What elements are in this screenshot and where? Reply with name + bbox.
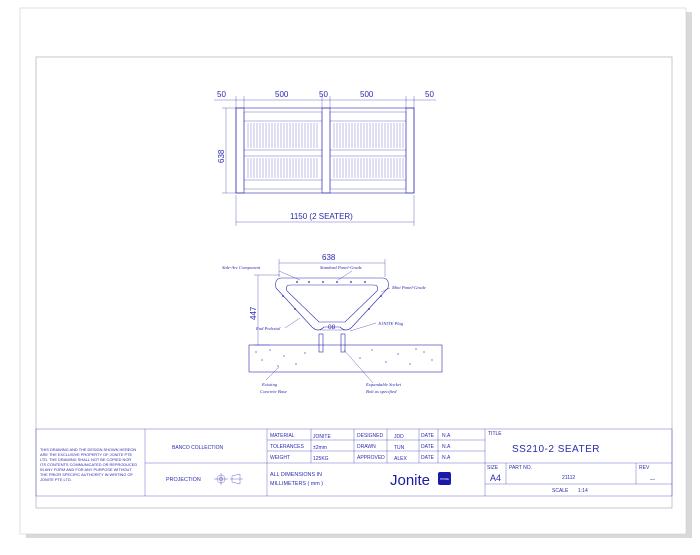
bolt-right xyxy=(340,333,346,353)
dim-plan-height: 638 xyxy=(217,149,226,163)
callout-socket-2: Bolt as specified xyxy=(366,389,397,394)
partno-label: PART NO. xyxy=(509,465,532,471)
concrete-speckle xyxy=(283,355,285,357)
title-label: TITLE xyxy=(488,431,502,437)
callout-jonite-plug: JONITE Plug xyxy=(378,321,404,326)
date-value-3: N.A xyxy=(442,455,451,461)
concrete-base xyxy=(248,344,443,373)
dims-note-1: ALL DIMENSIONS IN xyxy=(270,472,322,478)
concrete-speckle xyxy=(269,349,271,351)
concrete-speckles xyxy=(255,348,433,367)
approved-value: ALEX xyxy=(394,456,407,462)
concrete-speckle xyxy=(431,359,433,361)
designed-value: JDD xyxy=(394,434,404,440)
scale-label: SCALE xyxy=(552,488,569,494)
dim-top-50-a: 50 xyxy=(217,90,226,99)
callout-existing-base-1: Existing xyxy=(261,382,278,387)
date-value-2: N.A xyxy=(442,444,451,450)
callout-side-arc: Side-Arc Component xyxy=(222,265,261,270)
concrete-speckle xyxy=(261,359,263,361)
drawn-label: DRAWN xyxy=(357,444,376,450)
sheet-border xyxy=(19,7,687,535)
dims-note-2: MILLIMETERS ( mm ) xyxy=(270,481,323,487)
material-label: MATERIAL xyxy=(270,433,295,439)
date-label-1: DATE xyxy=(421,433,435,439)
callout-existing-base-2: Concrete Base xyxy=(260,389,287,394)
dim-top-50-c: 50 xyxy=(425,90,434,99)
approved-label: APPROVED xyxy=(357,455,385,461)
disclaimer-line-1: THIS DRAWING AND THE DESIGN SHOWN HEREON xyxy=(40,447,136,452)
seat-inner-shape xyxy=(286,284,378,323)
disclaimer-line-6: THE PRIOR SPECIFIC AUTHORITY IN WRITING … xyxy=(40,472,133,477)
concrete-speckle xyxy=(255,351,257,353)
partno-value: 21112 xyxy=(562,475,575,481)
material-value: JONITE xyxy=(313,434,331,440)
dim-overall-width: 1150 (2 SEATER) xyxy=(290,212,353,221)
callout-socket-1: Expandable Socket xyxy=(365,382,402,387)
section-view: 638 447 08 Side-Arc Component Standard P… xyxy=(222,253,443,394)
concrete-speckle xyxy=(423,351,425,353)
tolerances-label: TOLERANCES xyxy=(270,444,304,450)
date-value-1: N.A xyxy=(442,433,451,439)
tolerances-value: ±2mm xyxy=(313,445,327,451)
concrete-speckle xyxy=(295,363,297,365)
dim-insert: 08 xyxy=(328,324,336,331)
dim-top-50-b: 50 xyxy=(319,90,328,99)
rev-label: REV xyxy=(639,465,650,471)
drawing-title: SS210-2 SEATER xyxy=(512,444,600,455)
concrete-speckle xyxy=(415,348,417,350)
designed-label: DESIGNED xyxy=(357,433,384,439)
concrete-speckle xyxy=(385,361,387,363)
projection-label: PROJECTION xyxy=(166,477,201,483)
jonite-logo-text: Jonite xyxy=(390,472,430,489)
disclaimer-line-7: JONITE PTE LTD. xyxy=(40,477,72,482)
disclaimer-line-3: LTD. THE DRAWING SHALL NOT BE COPIED NOR xyxy=(40,457,131,462)
dim-section-height: 447 xyxy=(249,306,258,320)
callout-mini-panel: Mini Panel-Grade xyxy=(391,285,426,290)
plan-panel-left xyxy=(243,111,323,190)
dim-section-width: 638 xyxy=(322,253,336,262)
size-value: A4 xyxy=(490,473,501,483)
disclaimer-line-4: ITS CONTENTS COMMUNICATED OR REPRODUCED xyxy=(40,462,137,467)
weight-value: 125KG xyxy=(313,456,329,462)
callout-standard-panel: Standard Panel-Grade xyxy=(320,265,362,270)
collection-name: BANCO COLLECTION xyxy=(172,445,224,451)
plan-panel-right xyxy=(329,111,407,190)
disclaimer-line-5: IN ANY FORM AND FOR ANY PURPOSE WITHOUT xyxy=(40,467,132,472)
rev-value: — xyxy=(650,477,655,483)
weight-label: WEIGHT xyxy=(270,455,290,461)
concrete-speckle xyxy=(359,357,361,359)
plan-view: 50 500 50 500 50 638 1150 (2 SEATER) xyxy=(214,90,436,226)
callout-end-pedestal: End Pedestal xyxy=(255,326,281,331)
title-block: THIS DRAWING AND THE DESIGN SHOWN HEREON… xyxy=(35,428,673,497)
seat-outer-shape xyxy=(275,277,389,331)
dim-top-500-a: 500 xyxy=(275,90,289,99)
inner-frame xyxy=(35,56,673,509)
size-label: SIZE xyxy=(487,465,499,471)
jonite-logo-badge-text: STONE xyxy=(440,477,449,481)
date-label-2: DATE xyxy=(421,444,435,450)
concrete-speckle xyxy=(371,349,373,351)
plan-slats xyxy=(247,123,404,178)
concrete-speckle xyxy=(277,365,279,367)
concrete-speckle xyxy=(409,363,411,365)
bolt-left xyxy=(318,333,324,353)
date-label-3: DATE xyxy=(421,455,435,461)
dim-top-500-b: 500 xyxy=(360,90,374,99)
disclaimer-line-2: ARE THE EXCLUSIVE PROPERTY OF JONITE PTE xyxy=(40,452,133,457)
concrete-speckle xyxy=(397,353,399,355)
drawn-value: TUN xyxy=(394,445,405,451)
scale-value: 1:14 xyxy=(578,488,588,494)
jonite-logo-badge xyxy=(438,472,451,485)
concrete-speckle xyxy=(304,352,306,354)
projection-icon xyxy=(214,473,243,485)
